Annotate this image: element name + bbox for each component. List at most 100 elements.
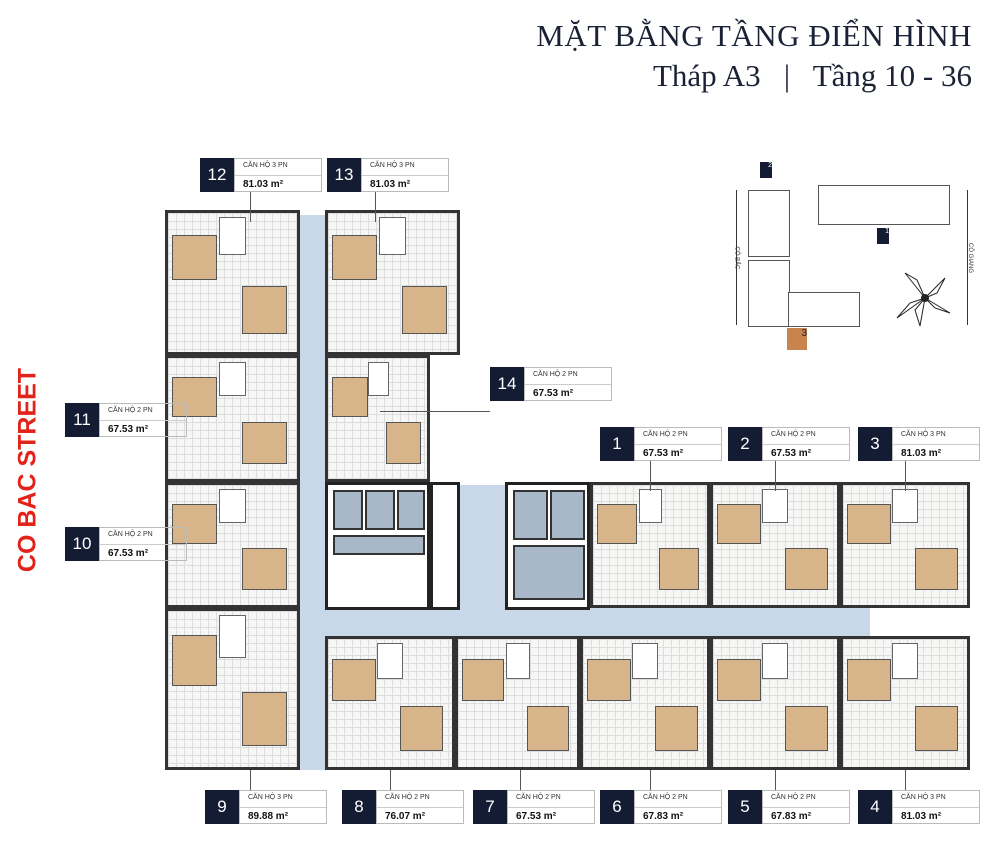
- unit-number: 11: [65, 403, 99, 437]
- bedroom: [659, 548, 700, 591]
- unit-type: CĂN HỘ 2 PN: [635, 791, 721, 808]
- key-tower-3-wing: [788, 292, 860, 327]
- unit-1[interactable]: [590, 482, 710, 608]
- leader-line: [380, 411, 490, 412]
- leader-line: [520, 770, 521, 790]
- unit-14[interactable]: [325, 355, 430, 482]
- unit-area: 81.03 m²: [901, 448, 942, 459]
- unit-number: 9: [205, 790, 239, 824]
- unit-info: CĂN HỘ 3 PN 81.03 m²: [361, 158, 449, 192]
- bedroom: [597, 503, 638, 544]
- bathroom: [762, 643, 788, 679]
- bedroom: [399, 706, 444, 751]
- unit-7[interactable]: [455, 636, 580, 770]
- unit-type: CĂN HỘ 2 PN: [763, 791, 849, 808]
- unit-info: CĂN HỘ 3 PN 81.03 m²: [892, 790, 980, 824]
- unit-area: 89.88 m²: [248, 811, 289, 822]
- unit-type: CĂN HỘ 2 PN: [525, 368, 611, 385]
- unit-3[interactable]: [840, 482, 970, 608]
- unit-number: 8: [342, 790, 376, 824]
- unit-number: 4: [858, 790, 892, 824]
- bedroom: [526, 706, 569, 751]
- unit-type: CĂN HỘ 3 PN: [893, 791, 979, 808]
- unit-12[interactable]: [165, 210, 300, 355]
- unit-number: 14: [490, 367, 524, 401]
- unit-number: 7: [473, 790, 507, 824]
- leader-line: [250, 192, 251, 222]
- leader-line: [250, 770, 251, 790]
- key-tower-1: [818, 185, 950, 225]
- bedroom: [172, 234, 218, 281]
- unit-number: 3: [858, 427, 892, 461]
- unit-8[interactable]: [325, 636, 455, 770]
- unit-area: 81.03 m²: [370, 179, 411, 190]
- bathroom: [219, 362, 246, 396]
- unit-type: CĂN HỘ 2 PN: [763, 428, 849, 445]
- unit-number: 10: [65, 527, 99, 561]
- unit-area: 81.03 m²: [243, 179, 284, 190]
- tower-2-badge: 2: [760, 162, 772, 178]
- leader-line: [375, 192, 376, 222]
- unit-13[interactable]: [325, 210, 460, 355]
- unit-type: CĂN HỘ 3 PN: [362, 159, 448, 176]
- shaft: [430, 482, 460, 610]
- page-title: MẶT BẰNG TẦNG ĐIỂN HÌNH: [536, 18, 972, 53]
- elevator: [365, 490, 395, 530]
- unit-10[interactable]: [165, 482, 300, 608]
- unit-area: 67.83 m²: [771, 811, 812, 822]
- bedroom: [717, 503, 761, 544]
- tower-3-badge: 3: [787, 328, 807, 350]
- bedroom: [385, 421, 422, 465]
- bedroom: [242, 285, 288, 334]
- tower-1-badge: 1: [877, 228, 889, 244]
- bathroom: [219, 615, 246, 658]
- bedroom: [242, 421, 288, 465]
- unit-number: 13: [327, 158, 361, 192]
- unit-type: CĂN HỘ 2 PN: [100, 528, 186, 545]
- unit-6[interactable]: [580, 636, 710, 770]
- bedroom: [914, 706, 959, 751]
- unit-9[interactable]: [165, 608, 300, 770]
- unit-type: CĂN HỘ 2 PN: [100, 404, 186, 421]
- arrow-line-right: [967, 190, 968, 325]
- bedroom: [172, 377, 218, 418]
- stair: [513, 545, 585, 600]
- unit-number: 5: [728, 790, 762, 824]
- unit-area: 81.03 m²: [901, 811, 942, 822]
- unit-2[interactable]: [710, 482, 840, 608]
- unit-11[interactable]: [165, 355, 300, 482]
- bedroom: [847, 503, 891, 544]
- unit-4[interactable]: [840, 636, 970, 770]
- bathroom: [377, 643, 403, 679]
- leader-line: [650, 461, 651, 491]
- bedroom: [172, 503, 218, 544]
- leader-line: [650, 770, 651, 790]
- elevator: [333, 490, 363, 530]
- core-left: [325, 482, 430, 610]
- bedroom: [784, 548, 829, 591]
- leader-line: [775, 770, 776, 790]
- unit-5[interactable]: [710, 636, 840, 770]
- corridor-vertical: [300, 215, 325, 770]
- unit-type: CĂN HỘ 3 PN: [240, 791, 326, 808]
- bathroom: [762, 489, 788, 523]
- unit-type: CĂN HỘ 2 PN: [508, 791, 594, 808]
- unit-area: 67.53 m²: [771, 448, 812, 459]
- key-tower-2: [748, 190, 790, 257]
- bedroom: [784, 706, 829, 751]
- bedroom: [332, 234, 378, 281]
- bathroom: [892, 489, 918, 523]
- bedroom: [172, 635, 218, 686]
- unit-number: 2: [728, 427, 762, 461]
